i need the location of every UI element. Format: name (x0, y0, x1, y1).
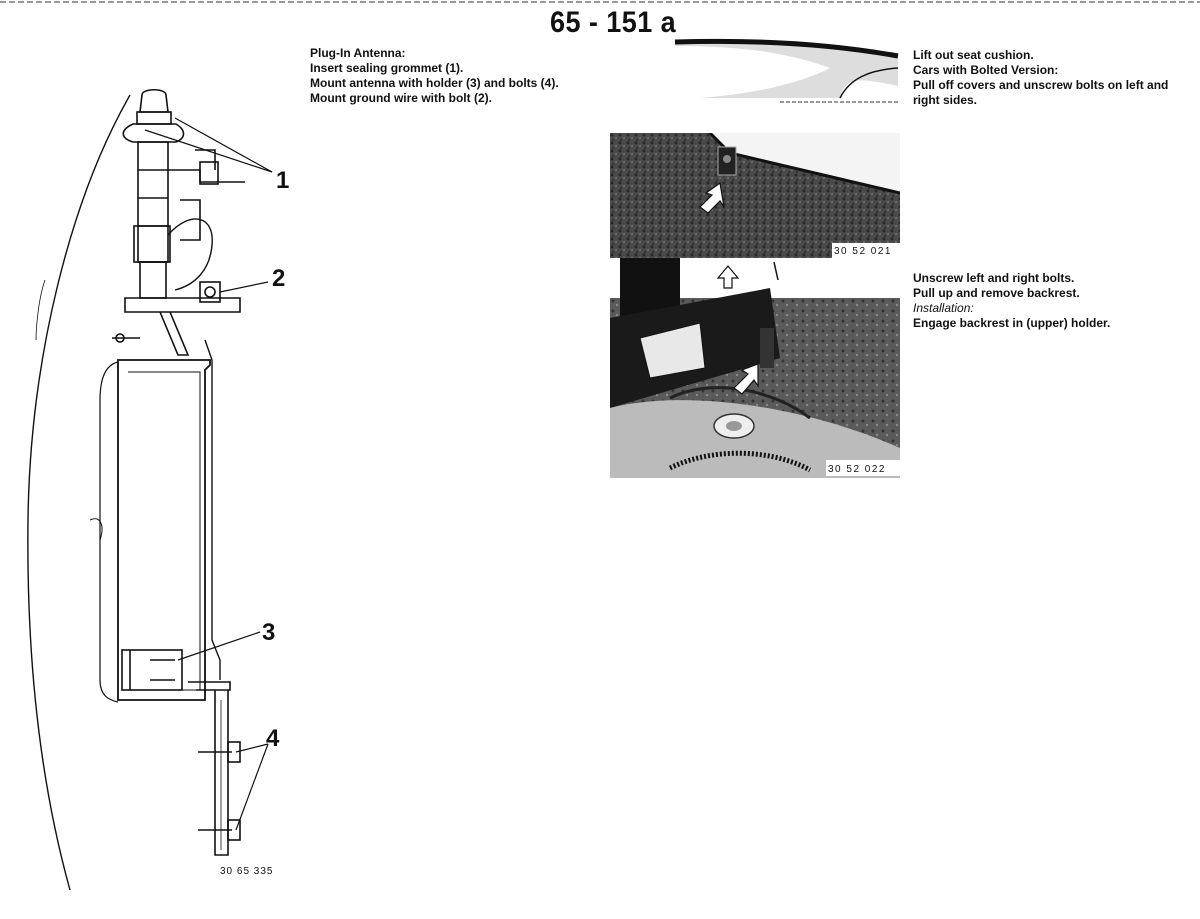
installation-step: Engage backrest in (upper) holder. (913, 316, 1111, 330)
antenna-step-3: Mount ground wire with bolt (2). (310, 91, 492, 105)
seat-step-1: Lift out seat cushion. (913, 48, 1034, 62)
top-border-line (0, 1, 1200, 3)
antenna-instructions: Plug-In Antenna: Insert sealing grommet … (310, 46, 559, 106)
antenna-step-2: Mount antenna with holder (3) and bolts … (310, 76, 559, 90)
antenna-heading: Plug-In Antenna: (310, 46, 406, 60)
installation-heading: Installation: (913, 301, 974, 315)
seat-step-2-cont: right sides. (913, 93, 978, 107)
photo-backrest-bolt: 30 52 022 (610, 258, 900, 478)
seat-step-2: Pull off covers and unscrew bolts on lef… (913, 78, 1169, 92)
backrest-step-2: Pull up and remove backrest. (913, 286, 1080, 300)
callout-3: 3 (262, 619, 275, 646)
antenna-step-1: Insert sealing grommet (1). (310, 61, 464, 75)
callout-1: 1 (276, 167, 289, 194)
callout-4: 4 (266, 725, 280, 752)
antenna-diagram: 1 2 3 4 (27, 88, 289, 891)
backrest-step-1: Unscrew left and right bolts. (913, 271, 1075, 285)
backrest-instructions: Unscrew left and right bolts. Pull up an… (913, 271, 1110, 331)
seat-subheading: Cars with Bolted Version: (913, 63, 1059, 77)
page-number: 65 - 151 a (550, 6, 677, 39)
callout-2: 2 (272, 265, 285, 292)
photo-1-code: 30 52 021 (834, 246, 892, 257)
diagram-figure-code: 30 65 335 (220, 866, 274, 877)
seat-instructions: Lift out seat cushion. Cars with Bolted … (913, 48, 1168, 108)
photo-2-code: 30 52 022 (828, 464, 886, 475)
seat-cushion-photo-fragment (674, 38, 899, 103)
photo-seat-bolt: 30 52 021 (610, 133, 900, 258)
